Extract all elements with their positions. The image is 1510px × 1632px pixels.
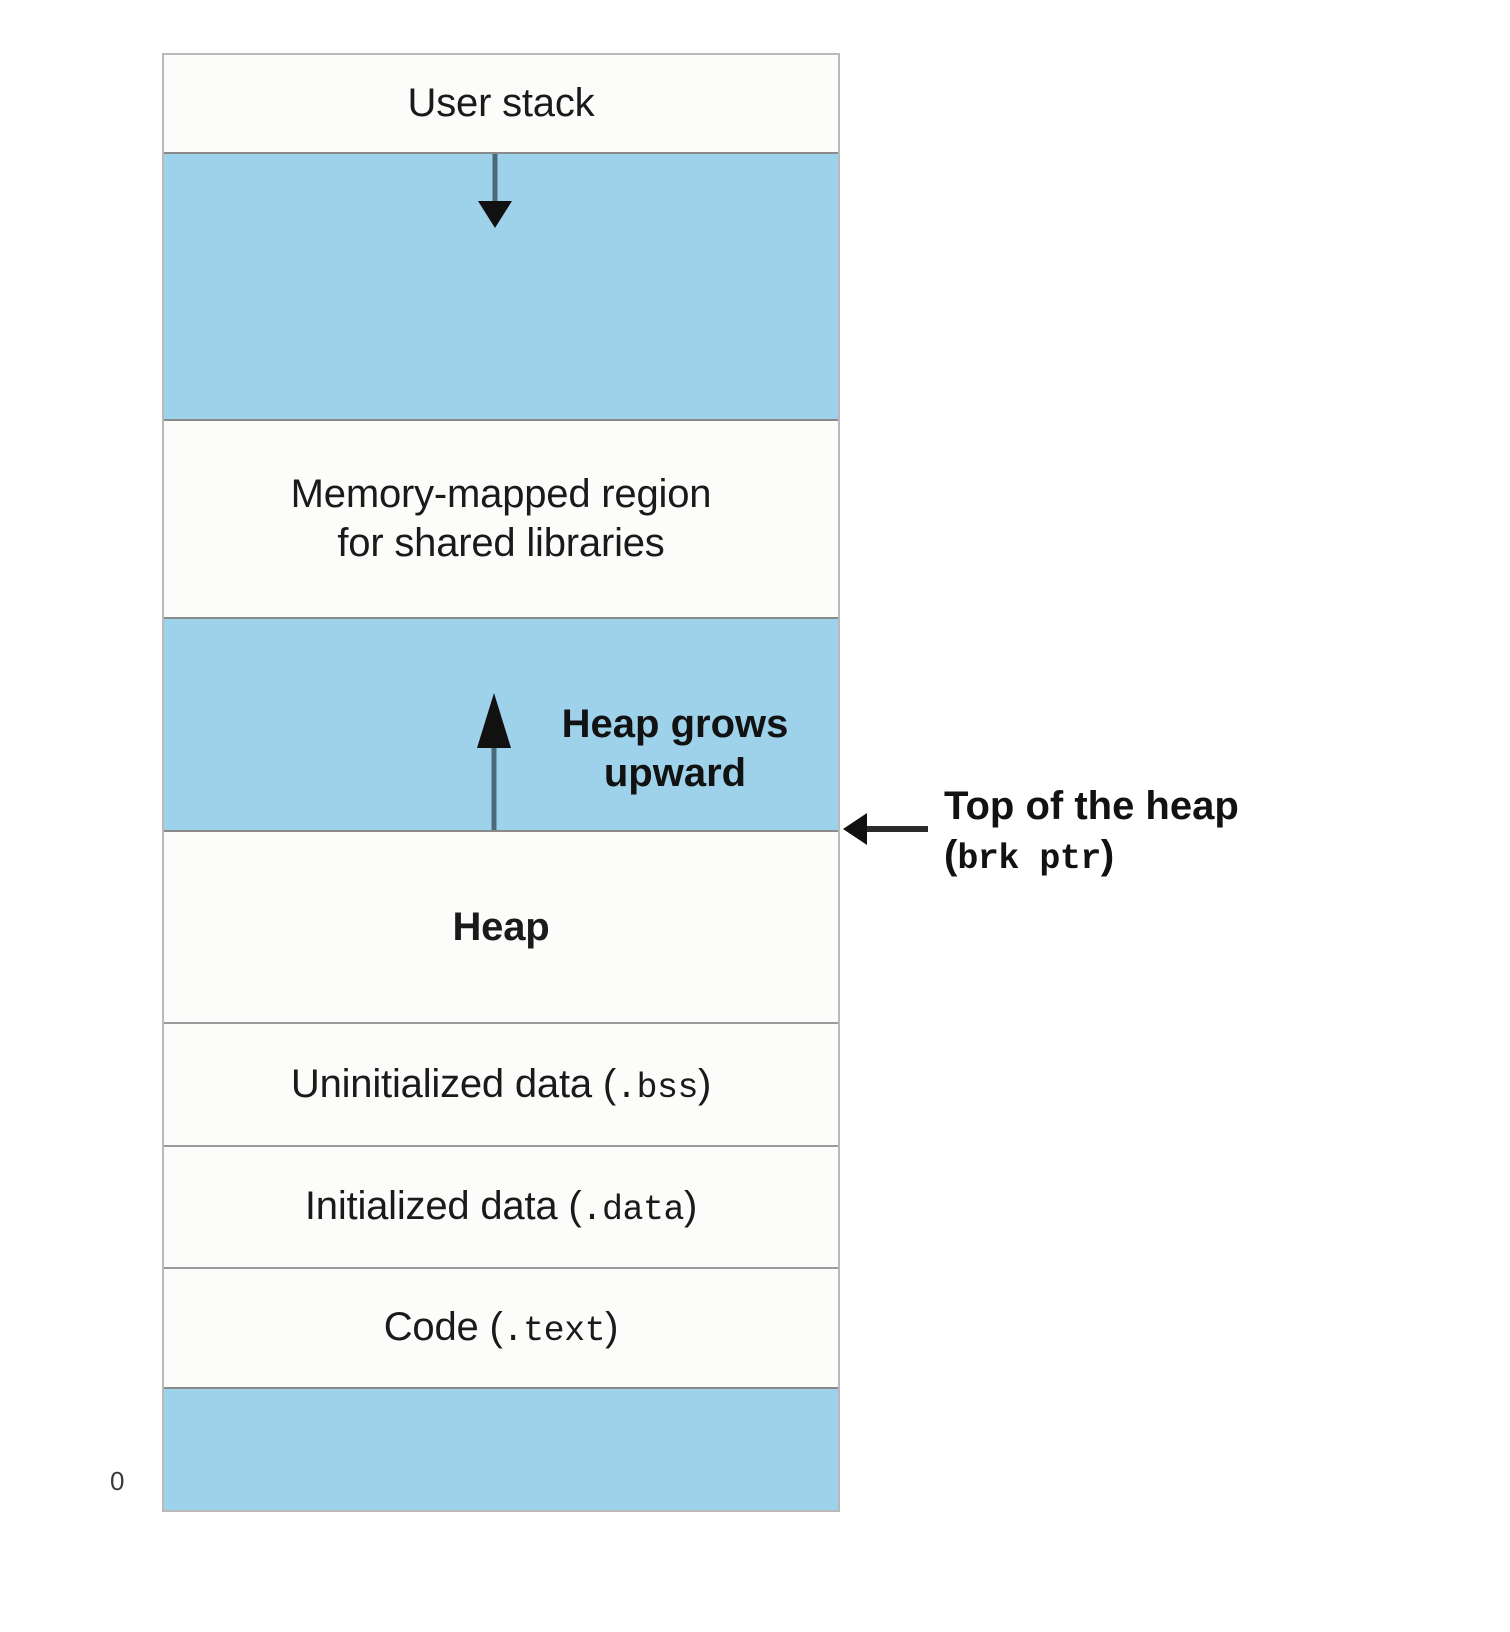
brk-callout-paren-close: )	[1100, 832, 1115, 877]
segment-label-uninitialized-data-tail: )	[697, 1061, 712, 1106]
brk-callout-paren-open: (	[944, 832, 958, 877]
segment-label-code-text-head: Code (	[383, 1305, 503, 1350]
segment-user-stack: User stack	[164, 55, 838, 152]
segment-label-uninitialized-data-mono: .bss	[615, 1067, 699, 1108]
segment-code-text: Code (.text)	[164, 1267, 838, 1387]
segment-label-user-stack: User stack	[407, 81, 595, 126]
address-zero-label: 0	[110, 1466, 125, 1496]
segment-reserved-low-memory	[164, 1387, 838, 1510]
segment-memory-mapped-region: Memory-mapped region for shared librarie…	[164, 421, 838, 617]
segment-label-uninitialized-data-head: Uninitialized data (	[290, 1061, 616, 1106]
segment-label-uninitialized-data: Uninitialized data (.bss)	[291, 1060, 711, 1110]
segment-label-heap: Heap	[452, 904, 550, 949]
segment-initialized-data: Initialized data (.data)	[164, 1145, 838, 1267]
segment-uninitialized-data: Uninitialized data (.bss)	[164, 1022, 838, 1145]
top-of-heap-arrow	[843, 813, 928, 845]
segment-label-initialized-data: Initialized data (.data)	[305, 1182, 697, 1232]
segment-stack-gap	[164, 152, 838, 421]
segment-label-code-text-tail: )	[605, 1305, 619, 1350]
virtual-address-space-box: User stack Memory-mapped region for shar…	[162, 53, 840, 1512]
brk-ptr-mono: brk ptr	[957, 838, 1101, 879]
segment-label-initialized-data-tail: )	[683, 1184, 698, 1229]
segment-label-code-text-mono: .text	[502, 1311, 606, 1352]
top-of-heap-callout: Top of the heap (brk ptr)	[944, 782, 1414, 880]
top-of-heap-callout-line1: Top of the heap	[944, 784, 1239, 828]
segment-label-memory-mapped-region: Memory-mapped region for shared librarie…	[290, 472, 712, 565]
heap-grows-upward-label: Heap grows upward	[561, 702, 789, 795]
segment-label-code-text: Code (.text)	[384, 1303, 619, 1353]
segment-label-initialized-data-head: Initialized data (	[304, 1184, 582, 1229]
segment-label-initialized-data-mono: .data	[581, 1190, 684, 1231]
segment-heap: Heap	[164, 832, 838, 1022]
top-of-heap-callout-line2: (brk ptr)	[944, 831, 1414, 881]
